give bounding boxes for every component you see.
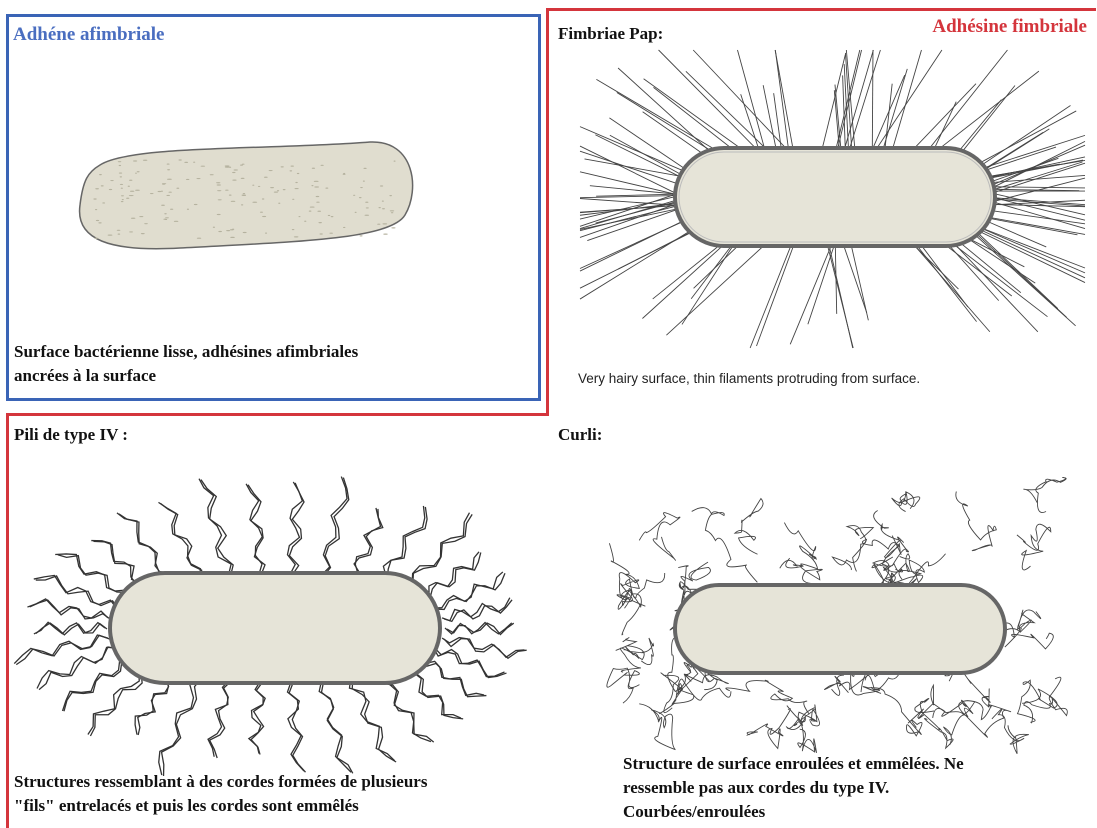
afimbrial-title: Adhéne afimbriale — [13, 24, 164, 46]
curli-illustration — [600, 480, 1080, 740]
curli-caption-line1: Structure de surface enroulées et emmêlé… — [623, 754, 964, 773]
type4-caption-line1: Structures ressemblant à des cordes form… — [14, 772, 427, 791]
type4-pili-illustration — [10, 455, 540, 755]
fimbrial-group-frame-middle — [6, 413, 549, 416]
type4-heading: Pili de type IV : — [14, 425, 128, 445]
curli-cell-body — [675, 585, 1005, 673]
curli-caption: Structure de surface enroulées et emmêlé… — [623, 752, 964, 824]
pap-fimbriae-illustration — [580, 50, 1090, 350]
pap-cell-body — [675, 148, 995, 246]
curli-caption-line3: Courbées/enroulées — [623, 802, 765, 821]
afimbrial-caption-line1: Surface bactérienne lisse, adhésines afi… — [14, 342, 358, 361]
type4-caption: Structures ressemblant à des cordes form… — [14, 770, 427, 818]
smooth-cell-illustration — [70, 130, 430, 270]
afimbrial-caption-line2: ancrées à la surface — [14, 366, 156, 385]
fimbrial-group-title: Adhésine fimbriale — [932, 16, 1087, 38]
pap-heading: Fimbriae Pap: — [558, 24, 663, 44]
type4-cell-body — [110, 573, 440, 683]
curli-caption-line2: ressemble pas aux cordes du type IV. — [623, 778, 889, 797]
afimbrial-caption: Surface bactérienne lisse, adhésines afi… — [14, 340, 358, 388]
type4-caption-line2: "fils" entrelacés et puis les cordes son… — [14, 796, 359, 815]
pap-caption: Very hairy surface, thin filaments protr… — [578, 371, 920, 386]
curli-heading: Curli: — [558, 425, 602, 445]
fimbrial-group-frame-left — [6, 413, 9, 828]
